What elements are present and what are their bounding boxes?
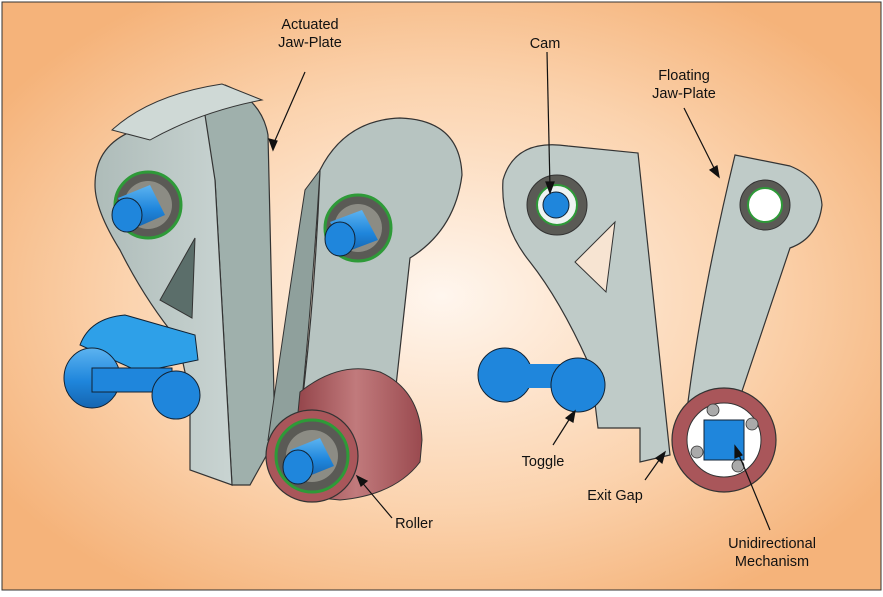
label-exit-gap: Exit Gap — [587, 488, 643, 504]
label-cam: Cam — [530, 36, 561, 52]
floating-plate-bearing — [740, 180, 790, 230]
label-unidirectional-2: Mechanism — [735, 554, 809, 570]
cam-bearing — [527, 175, 587, 235]
floating-plate-pin — [325, 195, 391, 261]
label-roller: Roller — [395, 516, 433, 532]
label-actuated-2: Jaw-Plate — [278, 35, 342, 51]
label-actuated-1: Actuated — [281, 17, 338, 33]
label-toggle: Toggle — [522, 454, 565, 470]
label-unidirectional-1: Unidirectional — [728, 536, 816, 552]
roller-unidirectional — [672, 388, 776, 492]
label-floating-1: Floating — [658, 68, 710, 84]
label-floating-2: Jaw-Plate — [652, 86, 716, 102]
